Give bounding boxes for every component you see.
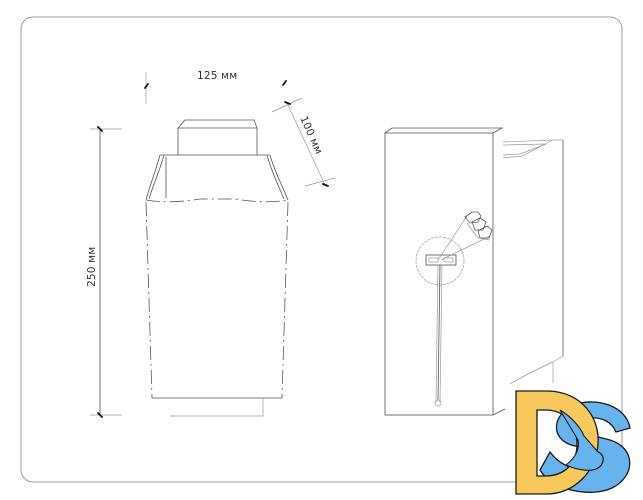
depth-dimension: 100 мм (271, 97, 336, 187)
mounted-view (384, 120, 623, 416)
height-dimension: 250 мм (86, 126, 122, 418)
width-dimension: 125 мм (144, 70, 287, 104)
terminal-block (464, 211, 493, 241)
height-label: 250 мм (86, 247, 98, 287)
ds-logo (515, 390, 631, 495)
depth-label: 100 мм (297, 114, 324, 156)
front-view (145, 119, 289, 417)
width-label: 125 мм (197, 70, 237, 82)
